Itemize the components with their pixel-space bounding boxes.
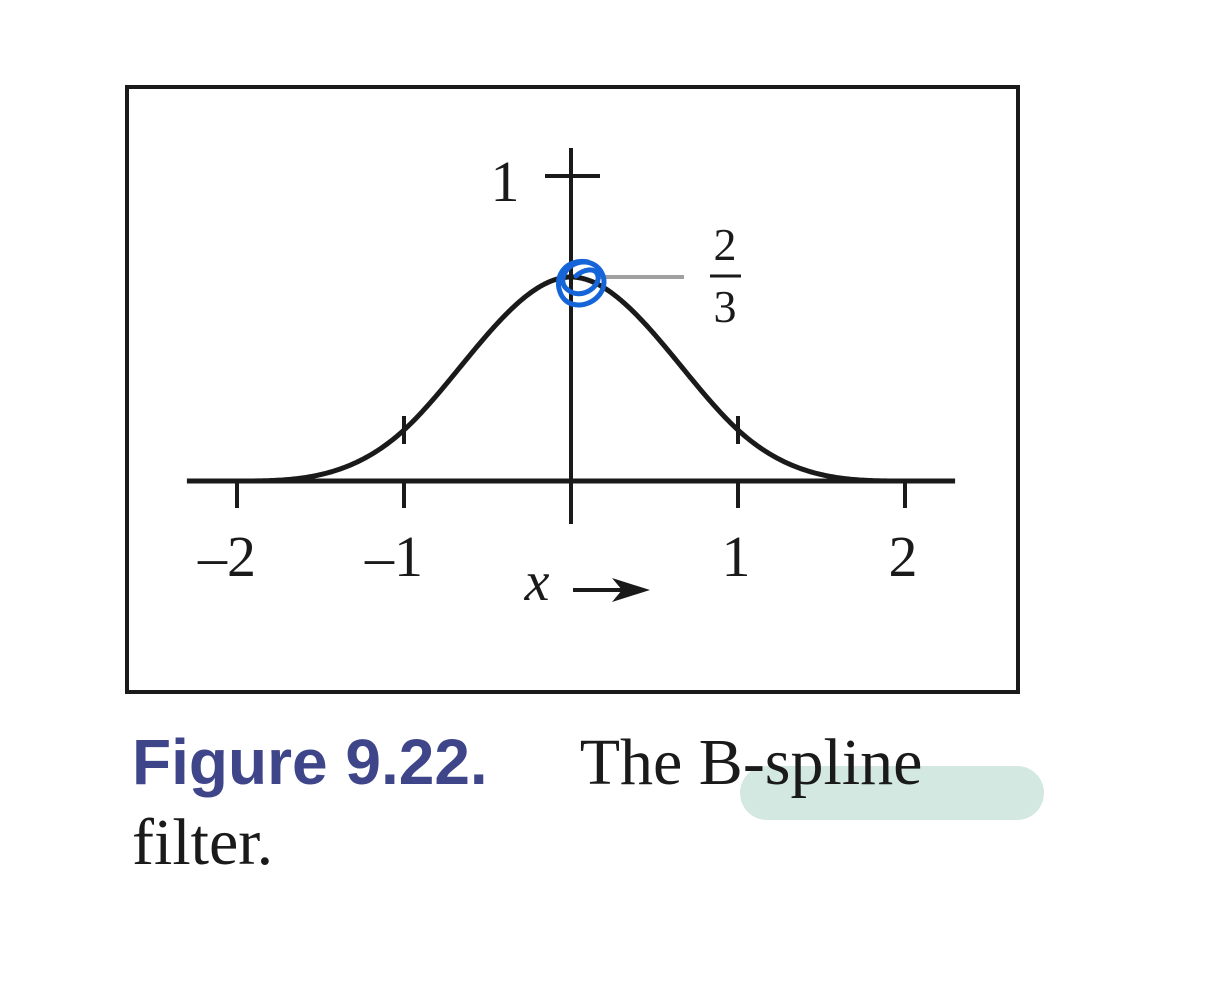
figure-frame	[125, 85, 1020, 694]
figure-caption: Figure 9.22.The B-spline filter.	[132, 722, 1062, 883]
curve-layer	[186, 274, 956, 484]
fraction-numerator: 2	[714, 219, 737, 270]
x-arrow-head	[612, 578, 650, 602]
x-tick-label: –1	[364, 524, 423, 589]
x-axis-label: x	[524, 551, 550, 613]
fraction-denominator: 3	[714, 281, 737, 332]
x-tick-label: –2	[197, 524, 256, 589]
pen-annotation-mark	[556, 258, 607, 308]
text-highlight	[740, 766, 1044, 820]
y-tick-label: 1	[491, 149, 520, 214]
x-tick-label: 2	[889, 524, 918, 589]
caption-label: Figure 9.22.	[132, 726, 488, 798]
annotation-layer: 23	[556, 219, 741, 332]
caption-text: The B-spline filter.	[132, 726, 923, 879]
axes: –2 –1 1 2 1 x	[197, 148, 951, 613]
x-tick-label: 1	[722, 524, 751, 589]
b-spline-curve	[186, 274, 956, 484]
